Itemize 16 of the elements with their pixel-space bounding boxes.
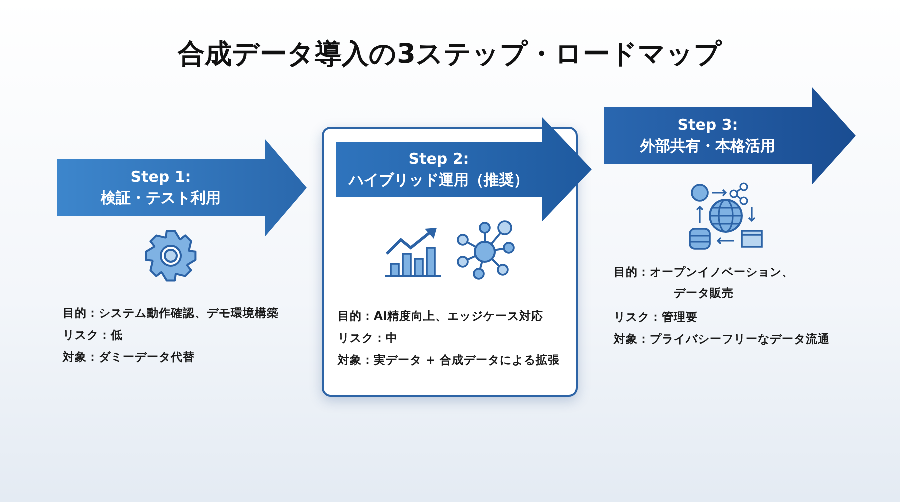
step-heading: 外部共有・本格活用 bbox=[640, 136, 776, 157]
step-heading: Step 1: bbox=[130, 167, 192, 188]
description-line: 目的：システム動作確認、デモ環境構築 bbox=[63, 305, 279, 322]
step-heading: Step 2: bbox=[408, 148, 470, 170]
step-heading: Step 3: bbox=[678, 115, 738, 136]
description-line: 対象：実データ + 合成データによる拡張 bbox=[338, 352, 560, 369]
step-heading: 検証・テスト利用 bbox=[101, 188, 221, 209]
title: 合成データ導入の3ステップ・ロードマップ bbox=[176, 38, 724, 72]
description-line: リスク：低 bbox=[63, 327, 123, 344]
step-heading: ハイブリッド運用（推奨） bbox=[349, 170, 529, 190]
description-line: リスク：中 bbox=[338, 330, 398, 347]
description-line: 対象：プライバシーフリーなデータ流通 bbox=[614, 331, 830, 348]
description-line: 対象：ダミーデータ代替 bbox=[63, 349, 195, 366]
description-line: 目的：AI精度向上、エッジケース対応 bbox=[338, 308, 544, 325]
description-line: 目的：オープンイノベーション、データ販売 bbox=[614, 264, 794, 302]
description-line: リスク：管理要 bbox=[614, 309, 698, 326]
